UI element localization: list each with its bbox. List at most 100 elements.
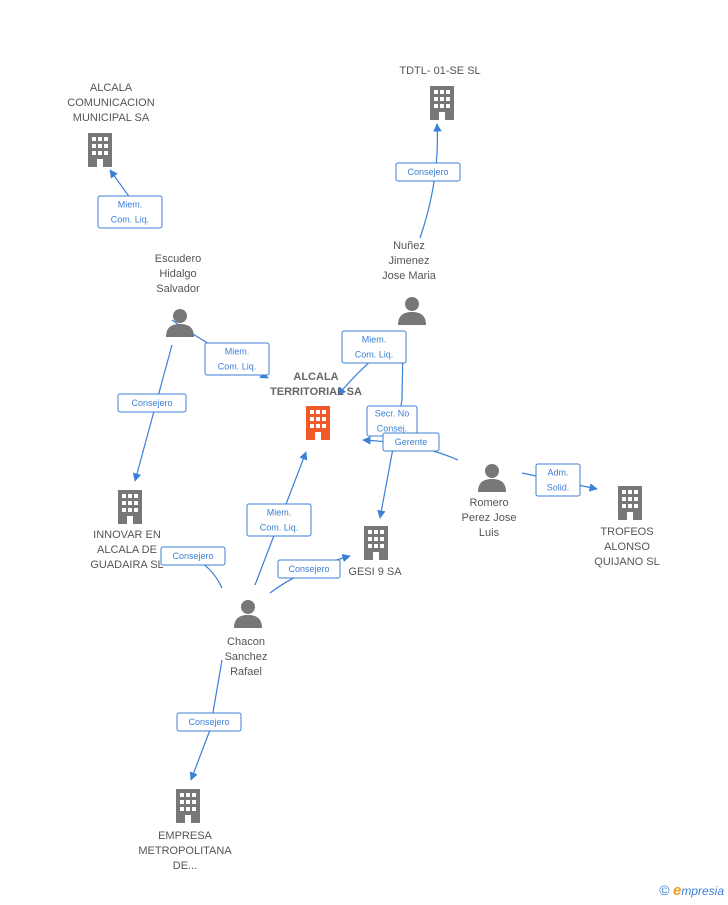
node-trofeos[interactable]: TROFEOS ALONSO QUIJANO SL xyxy=(594,486,660,568)
node-label: Jimenez xyxy=(389,255,430,267)
person-icon xyxy=(398,297,426,325)
edges-layer xyxy=(109,123,598,781)
node-label: TERRITORIAL SA xyxy=(270,386,362,398)
node-label: GESI 9 SA xyxy=(348,566,402,578)
edge-label-text: Gerente xyxy=(395,437,428,447)
node-label: Perez Jose xyxy=(461,512,516,524)
node-label: Hidalgo xyxy=(159,268,196,280)
node-label: GUADAIRA SL xyxy=(90,559,163,571)
edge-label-box xyxy=(395,162,461,182)
building-icon xyxy=(306,406,330,440)
node-innovar[interactable]: INNOVAR EN ALCALA DE GUADAIRA SL xyxy=(90,490,164,571)
node-label: TDTL- 01-SE SL xyxy=(399,65,480,77)
node-label: QUIJANO SL xyxy=(594,556,659,568)
edge-label-e1[interactable]: Miem. Com. Liq. xyxy=(97,195,163,229)
edge-label-e2[interactable]: Consejero xyxy=(395,162,461,182)
edge-label-box xyxy=(160,546,226,566)
node-tdtl[interactable]: TDTL- 01-SE SL xyxy=(399,65,481,120)
node-label: METROPOLITANA xyxy=(138,845,232,857)
edge-label-e4[interactable]: Consejero xyxy=(117,393,187,413)
node-label: DE... xyxy=(173,860,197,872)
node-label: ALCALA xyxy=(293,371,338,383)
node-label: ALONSO xyxy=(604,541,650,553)
edge-label-e3[interactable]: Miem. Com. Liq. xyxy=(204,342,270,376)
edge-label-box xyxy=(97,195,163,229)
building-icon xyxy=(618,486,642,520)
edge-label-e10[interactable]: Consejero xyxy=(160,546,226,566)
node-label: COMUNICACION xyxy=(67,97,154,109)
edge-label-text: Com. Liq. xyxy=(355,350,394,360)
edge-escudero-to-innovar xyxy=(132,344,173,482)
brand-name: mpresia xyxy=(681,884,724,898)
edge-label-text: Consejero xyxy=(288,564,329,574)
edge-label-text: Miem. xyxy=(362,335,387,345)
building-icon xyxy=(364,526,388,560)
node-label: Nuñez xyxy=(393,240,425,252)
node-label: Escudero xyxy=(155,253,201,265)
edge-label-text: Com. Liq. xyxy=(260,523,299,533)
building-icon xyxy=(118,490,142,524)
node-label: Luis xyxy=(479,527,500,539)
edge-label-text: Com. Liq. xyxy=(218,362,257,372)
node-label: Chacon xyxy=(227,636,265,648)
node-label: EMPRESA xyxy=(158,830,212,842)
edge-label-text: Miem. xyxy=(267,508,292,518)
node-empresa[interactable]: EMPRESA METROPOLITANA DE... xyxy=(138,789,232,872)
edge-label-e8[interactable]: Adm. Solid. xyxy=(535,463,581,497)
node-label: Jose Maria xyxy=(382,270,437,282)
edge-label-box xyxy=(204,342,270,376)
building-icon xyxy=(88,133,112,167)
node-label: Salvador xyxy=(156,283,200,295)
edge-label-text: Consej. xyxy=(377,424,408,434)
edge-label-text: Consejero xyxy=(172,551,213,561)
edge-label-e11[interactable]: Consejero xyxy=(277,559,341,579)
person-icon xyxy=(166,309,194,337)
node-label: INNOVAR EN xyxy=(93,529,161,541)
node-label: MUNICIPAL SA xyxy=(73,112,150,124)
node-label: Sanchez xyxy=(225,651,268,663)
node-alcala_com[interactable]: ALCALA COMUNICACION MUNICIPAL SA xyxy=(67,82,155,167)
edge-label-text: Consejero xyxy=(131,398,172,408)
brand-e: e xyxy=(672,882,682,899)
edge-label-e5[interactable]: Miem. Com. Liq. xyxy=(341,330,407,364)
edge-label-text: Com. Liq. xyxy=(111,215,150,225)
edge-label-text: Consejero xyxy=(407,167,448,177)
node-gesi[interactable]: GESI 9 SA xyxy=(348,526,402,578)
building-icon xyxy=(176,789,200,823)
edge-label-e6[interactable]: Secr. No Consej. xyxy=(366,405,418,437)
edge-label-text: Consejero xyxy=(188,717,229,727)
node-label: Rafael xyxy=(230,666,262,678)
brand-logo: © empresia xyxy=(659,882,724,899)
edge-label-text: Miem. xyxy=(225,347,250,357)
edge-label-box xyxy=(277,559,341,579)
edge-label-e12[interactable]: Consejero xyxy=(176,712,242,732)
node-label: ALCALA xyxy=(90,82,133,94)
node-label: Romero xyxy=(469,497,508,509)
edge-label-e7[interactable]: Gerente xyxy=(382,432,440,452)
edge-label-box xyxy=(246,503,312,537)
edge-label-text: Miem. xyxy=(118,200,143,210)
edge-label-box xyxy=(341,330,407,364)
edge-label-box xyxy=(117,393,187,413)
nodes-layer: ALCALA COMUNICACION MUNICIPAL SA TDTL- 01-S… xyxy=(67,65,659,872)
person-icon xyxy=(234,600,262,628)
node-label: ALCALA DE xyxy=(97,544,157,556)
node-label: TROFEOS xyxy=(600,526,653,538)
edge-label-box xyxy=(176,712,242,732)
node-alcala_terr[interactable]: ALCALA TERRITORIAL SA xyxy=(270,371,362,440)
edge-label-e9[interactable]: Miem. Com. Liq. xyxy=(246,503,312,537)
edge-label-text: Adm. xyxy=(547,468,568,478)
person-icon xyxy=(478,464,506,492)
edge-label-text: Secr. No xyxy=(375,409,410,419)
edge-label-text: Solid. xyxy=(547,483,570,493)
edge-label-box xyxy=(535,463,581,497)
building-icon xyxy=(430,86,454,120)
copyright-icon: © xyxy=(659,882,670,898)
edge-label-box xyxy=(382,432,440,452)
